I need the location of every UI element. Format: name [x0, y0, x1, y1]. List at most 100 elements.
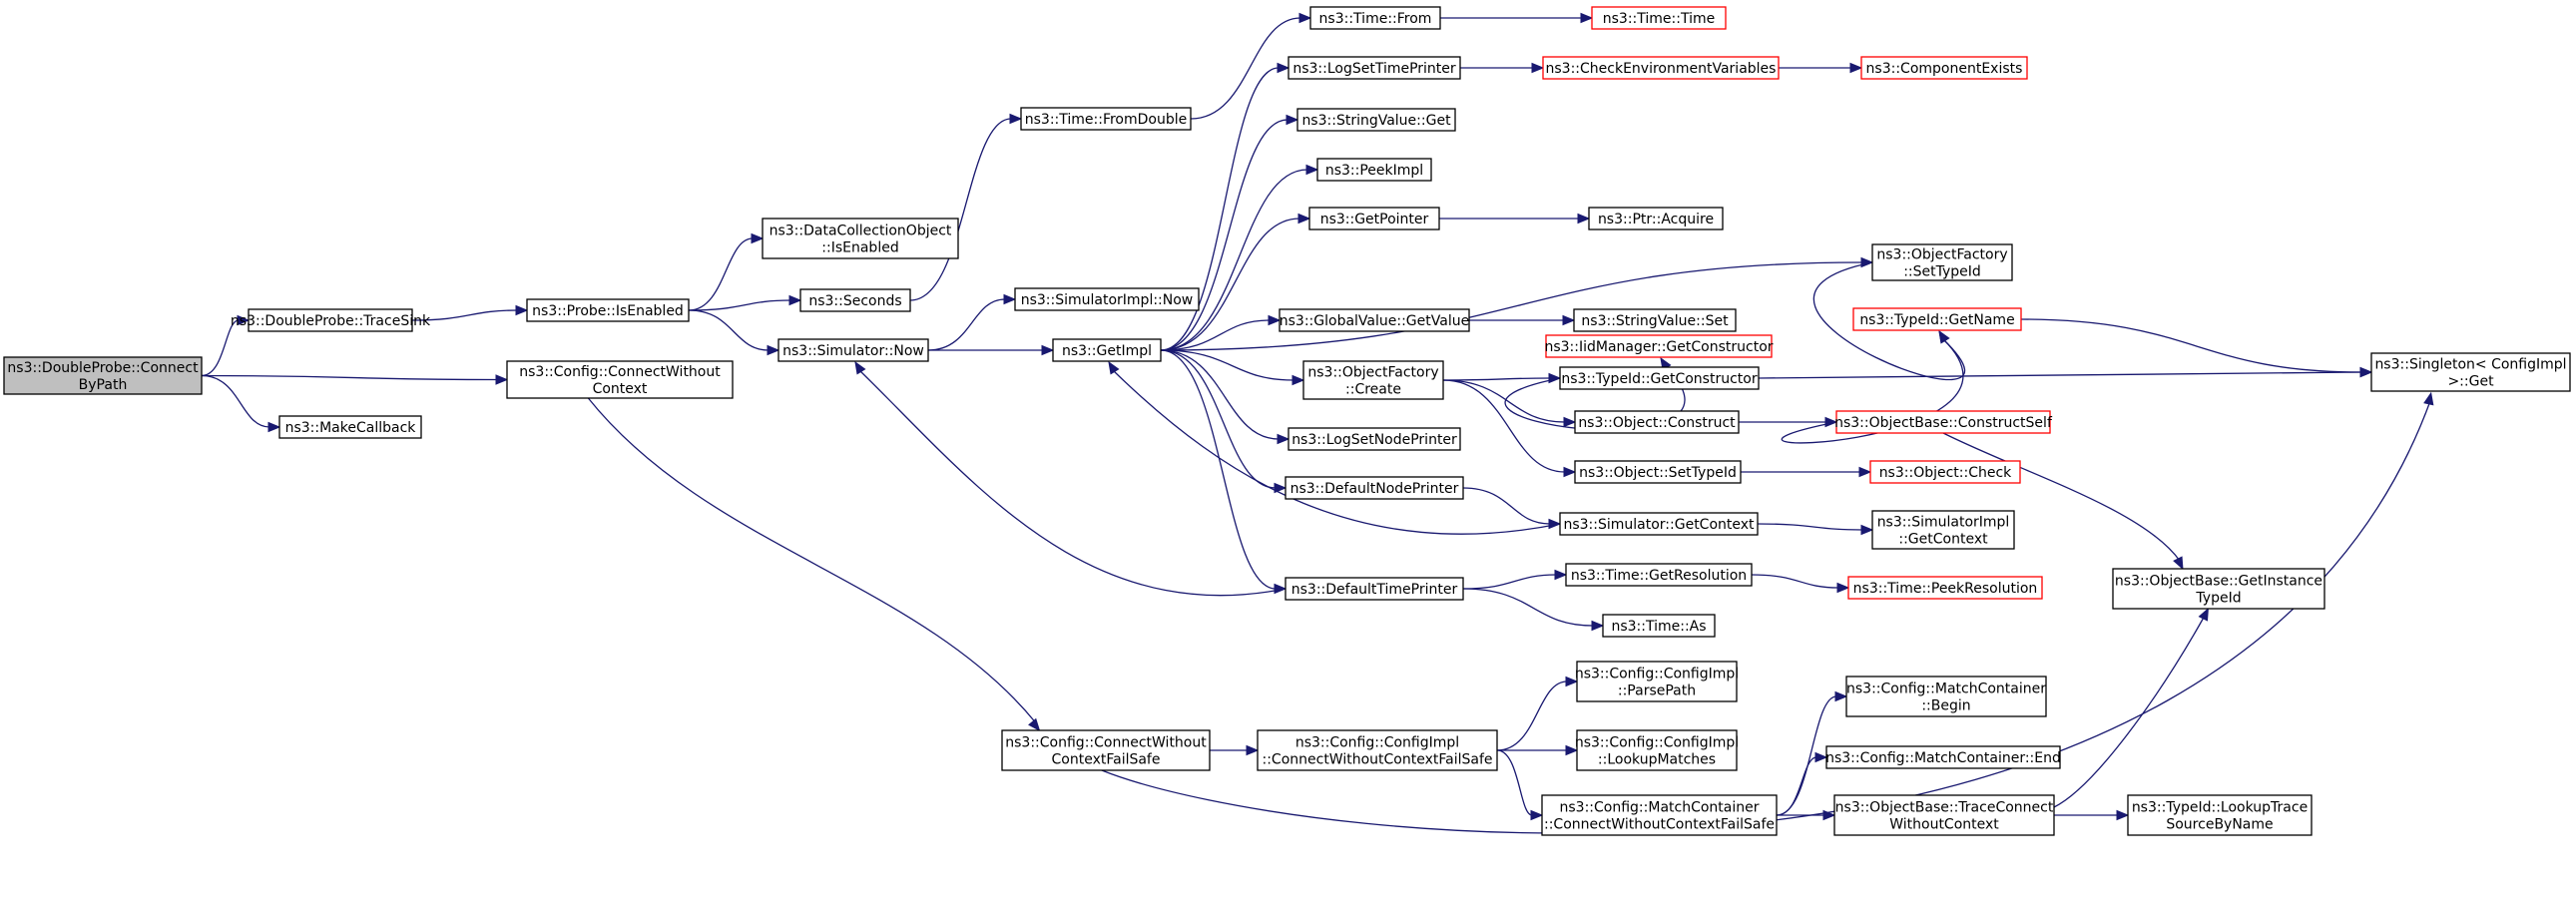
node-cfg-impl-cwc-fail-safe[interactable]: ns3::Config::ConfigImpl::ConnectWithoutC…: [1257, 729, 1498, 771]
arrowhead: [2423, 391, 2434, 406]
edge-from-double-to-time-from: [1190, 12, 1312, 120]
node-connect-without-context[interactable]: ns3::Config::ConnectWithoutContext: [506, 360, 734, 399]
edge-mc-cwc-fail-safe-to-ob-trace-connect: [1777, 809, 1836, 821]
arrowhead: [1822, 809, 1836, 821]
node-peek-impl[interactable]: ns3::PeekImpl: [1316, 158, 1432, 182]
node-obj-construct[interactable]: ns3::Object::Construct: [1574, 410, 1740, 434]
node-string-value-get[interactable]: ns3::StringValue::Get: [1296, 108, 1456, 132]
node-mc-cwc-fail-safe[interactable]: ns3::Config::MatchContainer::ConnectWith…: [1541, 794, 1778, 836]
node-gv-get-value[interactable]: ns3::GlobalValue::GetValue: [1279, 308, 1470, 332]
node-box: [2370, 352, 2571, 392]
node-label-line: ns3::Time::From: [1319, 11, 1432, 27]
node-is-enabled-probe[interactable]: ns3::Probe::IsEnabled: [526, 298, 690, 322]
edge-line: [1942, 432, 2181, 562]
edge-trace-sink-to-is-enabled-probe: [411, 304, 529, 321]
arrowhead: [854, 360, 866, 375]
node-obj-check[interactable]: ns3::Object::Check: [1869, 460, 2021, 484]
node-from-double[interactable]: ns3::Time::FromDouble: [1020, 107, 1192, 131]
arrowhead: [237, 314, 251, 326]
node-sim-now[interactable]: ns3::Simulator::Now: [777, 338, 929, 362]
node-string-value-set[interactable]: ns3::StringValue::Set: [1573, 308, 1737, 332]
node-sim-get-context[interactable]: ns3::Simulator::GetContext: [1559, 512, 1759, 536]
edge-root-to-connect-without-context: [201, 374, 509, 385]
arrowhead: [1274, 583, 1288, 595]
node-tid-get-name[interactable]: ns3::TypeId::GetName: [1852, 307, 2022, 331]
node-of-set-type-id[interactable]: ns3::ObjectFactory::SetTypeId: [1871, 243, 2013, 281]
node-box: [1302, 360, 1444, 400]
node-label-line: ::ConnectWithoutContextFailSafe: [1544, 817, 1775, 833]
edge-root-to-make-callback: [201, 374, 281, 433]
node-label-line: ::Create: [1345, 382, 1401, 398]
edge-line: [201, 319, 240, 377]
node-box: [1288, 56, 1461, 80]
node-def-time-printer[interactable]: ns3::DefaultTimePrinter: [1285, 577, 1464, 601]
edge-line: [1462, 588, 1594, 627]
node-tid-get-ctor[interactable]: ns3::TypeId::GetConstructor: [1559, 366, 1760, 390]
edge-seconds-to-from-double: [909, 113, 1023, 301]
node-time-from[interactable]: ns3::Time::From: [1309, 6, 1441, 30]
node-get-pointer[interactable]: ns3::GetPointer: [1308, 207, 1440, 230]
node-check-env[interactable]: ns3::CheckEnvironmentVariables: [1542, 56, 1780, 80]
node-ob-construct-self[interactable]: ns3::ObjectBase::ConstructSelf: [1834, 410, 2053, 434]
arrowhead: [1834, 690, 1848, 702]
node-iid-get-ctor[interactable]: ns3::IidManager::GetConstructor: [1544, 334, 1774, 358]
node-ob-trace-connect[interactable]: ns3::ObjectBase::TraceConnectWithoutCont…: [1833, 794, 2055, 836]
node-sim-impl-get-context[interactable]: ns3::SimulatorImpl::GetContext: [1871, 510, 2015, 550]
node-trace-sink[interactable]: ns3::DoubleProbe::TraceSink: [231, 308, 431, 332]
arrowhead: [1028, 717, 1041, 732]
node-singleton-get[interactable]: ns3::Singleton< ConfigImpl >::Get: [2370, 352, 2571, 392]
node-dco-is-enabled[interactable]: ns3::DataCollectionObject::IsEnabled: [762, 218, 959, 259]
node-cfg-lookup-matches[interactable]: ns3::Config::ConfigImpl::LookupMatches: [1575, 729, 1739, 771]
edge-line: [1160, 119, 1288, 351]
node-sim-impl-now[interactable]: ns3::SimulatorImpl::Now: [1014, 287, 1200, 311]
node-make-callback[interactable]: ns3::MakeCallback: [278, 415, 422, 439]
node-label-line: ns3::Object::Check: [1879, 465, 2012, 481]
node-box: [777, 338, 929, 362]
node-label-line: ns3::Simulator::GetContext: [1563, 517, 1755, 533]
node-seconds[interactable]: ns3::Seconds: [799, 288, 911, 312]
node-time-peek-resolution[interactable]: ns3::Time::PeekResolution: [1847, 576, 2043, 600]
edge-cfg-impl-cwc-fail-safe-to-cfg-parse-path: [1496, 676, 1579, 751]
node-box: [1545, 334, 1773, 358]
arrowhead: [1858, 466, 1872, 478]
arrowhead: [1565, 676, 1579, 687]
node-label-line: ns3::SimulatorImpl::Now: [1021, 292, 1194, 308]
node-ptr-acquire[interactable]: ns3::Ptr::Acquire: [1588, 207, 1724, 230]
node-time-time[interactable]: ns3::Time::Time: [1591, 6, 1727, 30]
node-time-get-resolution[interactable]: ns3::Time::GetResolution: [1565, 563, 1753, 587]
node-label-line: ns3::MakeCallback: [285, 420, 417, 436]
edge-of-create-to-obj-set-type-id: [1442, 379, 1577, 478]
node-box: [1308, 207, 1440, 230]
node-label-line: ns3::GetImpl: [1062, 343, 1152, 359]
edge-line: [201, 374, 498, 381]
node-label-line: ::ParsePath: [1618, 683, 1696, 699]
node-label-line: TypeId: [2195, 591, 2241, 607]
node-label-line: ns3::ObjectFactory: [1876, 247, 2007, 263]
arrowhead: [1563, 416, 1577, 428]
node-get-impl[interactable]: ns3::GetImpl: [1052, 338, 1162, 362]
edge-def-time-printer-to-time-get-resolution: [1462, 569, 1568, 590]
node-def-node-printer[interactable]: ns3::DefaultNodePrinter: [1285, 476, 1464, 500]
node-obj-set-type-id[interactable]: ns3::Object::SetTypeId: [1574, 460, 1742, 484]
node-of-create[interactable]: ns3::ObjectFactory::Create: [1302, 360, 1444, 400]
node-component-exists[interactable]: ns3::ComponentExists: [1860, 56, 2028, 80]
arrowhead: [1565, 744, 1579, 756]
arrowhead: [2359, 366, 2373, 378]
node-label-line: ns3::Config::ConnectWithout: [519, 364, 721, 380]
edge-line: [1160, 349, 1280, 440]
node-box: [1591, 6, 1727, 30]
node-time-as[interactable]: ns3::Time::As: [1602, 614, 1716, 638]
node-mc-begin[interactable]: ns3::Config::MatchContainer::Begin: [1845, 676, 2047, 717]
node-label-line: ns3::Time::PeekResolution: [1853, 581, 2038, 597]
node-log-set-time-printer[interactable]: ns3::LogSetTimePrinter: [1288, 56, 1461, 80]
edge-ob-construct-self-to-ob-get-instance-type-id: [1942, 432, 2184, 571]
node-mc-end[interactable]: ns3::Config::MatchContainer::End: [1825, 745, 2061, 769]
node-log-set-node-printer[interactable]: ns3::LogSetNodePrinter: [1288, 427, 1461, 451]
node-cwc-fail-safe[interactable]: ns3::Config::ConnectWithoutContextFailSa…: [1001, 729, 1211, 771]
node-cfg-parse-path[interactable]: ns3::Config::ConfigImpl::ParsePath: [1575, 661, 1739, 702]
node-label-line: ns3::DoubleProbe::TraceSink: [231, 313, 431, 329]
node-label-line: ns3::CheckEnvironmentVariables: [1546, 61, 1777, 77]
